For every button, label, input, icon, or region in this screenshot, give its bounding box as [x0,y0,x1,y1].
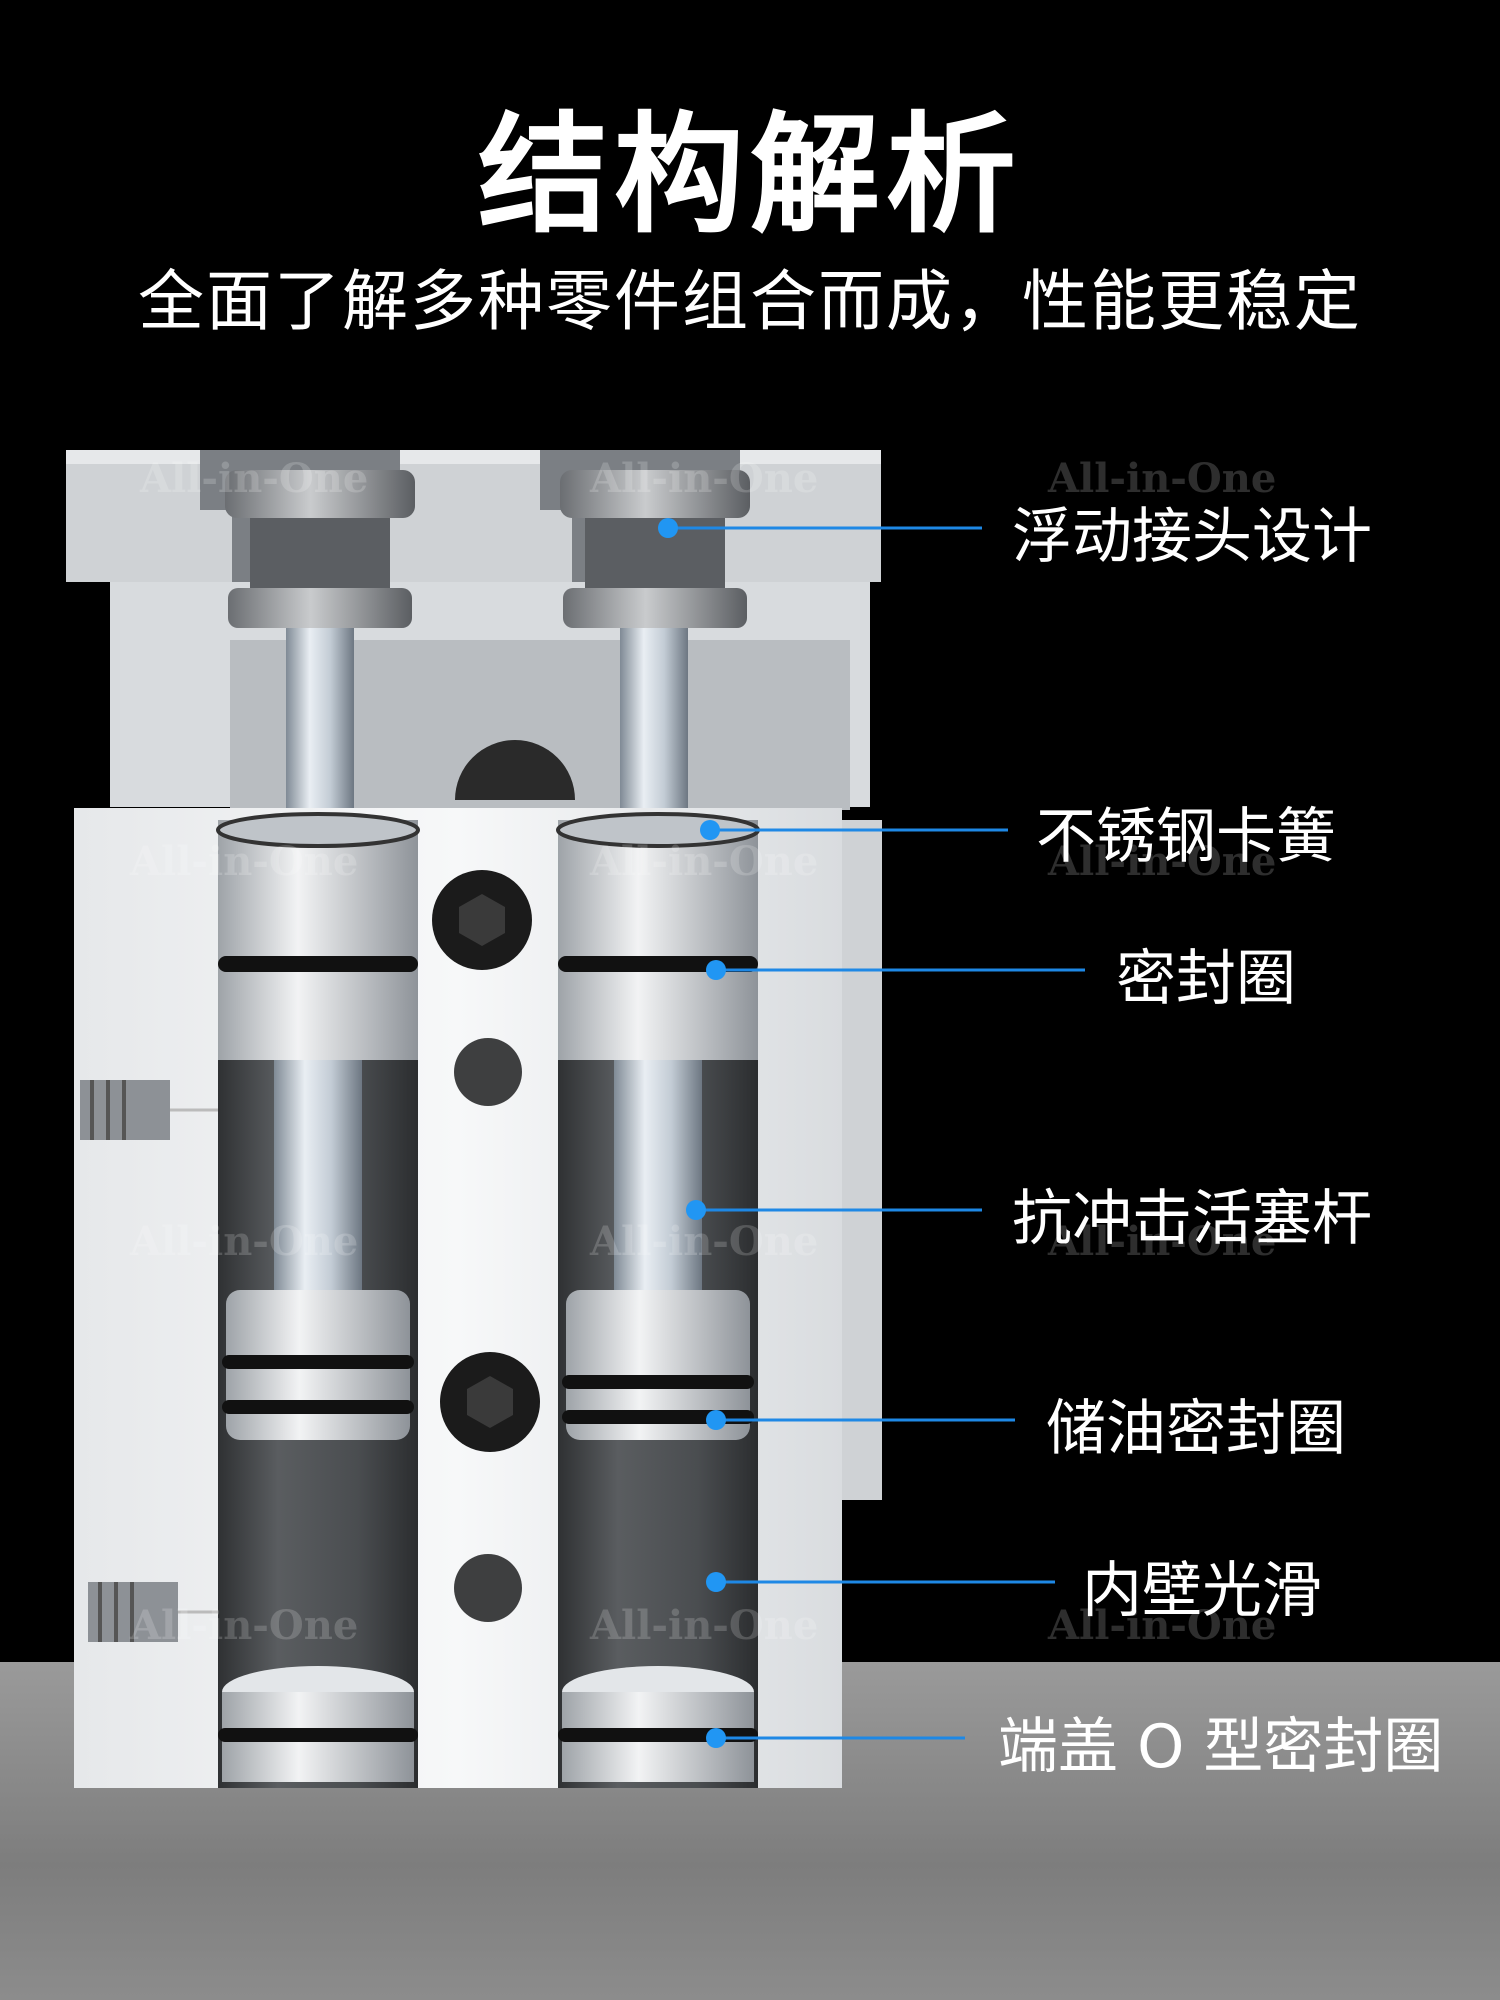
leader-dots [658,518,726,1748]
watermark: All-in-One [1048,1218,1277,1265]
callout-impact-piston-rod: 抗冲击活塞杆 [1012,1184,1372,1254]
watermark: All-in-One [590,1602,819,1649]
watermark: All-in-One [590,838,819,885]
port-hole-upper [454,1038,522,1106]
watermark: All-in-One [590,1218,819,1265]
watermark: All-in-One [140,455,369,502]
hex-screw-bottom [440,1352,540,1452]
watermark: All-in-One [1048,838,1277,885]
watermark: All-in-One [590,455,819,502]
callout-seal-ring: 密封圈 [1116,944,1296,1014]
piston-right [562,1290,754,1440]
port-hole-lower [454,1554,522,1622]
bushing-right [556,812,760,1060]
callout-smooth-bore: 内壁光滑 [1082,1556,1322,1626]
watermark: All-in-One [1048,455,1277,502]
callout-end-cap-o-ring: 端盖 O 型密封圈 [998,1712,1444,1782]
floating-joint-left [225,470,415,628]
fitting-lower [88,1582,218,1642]
callout-oil-seal-ring: 储油密封圈 [1046,1394,1346,1464]
watermark: All-in-One [130,838,359,885]
end-cap-left [218,1666,418,1782]
floating-joint-right [560,470,750,628]
page-title: 结构解析 [477,99,1022,251]
watermark: All-in-One [130,1218,359,1265]
watermark: All-in-One [130,1602,359,1649]
fitting-upper [80,1080,218,1140]
leader-lines [668,526,1085,1740]
bushing-left [216,812,420,1060]
end-cap-right [558,1666,758,1782]
hex-screw-top [432,870,532,970]
piston-left [222,1290,414,1440]
watermark: All-in-One [1048,1602,1277,1649]
callout-floating-joint: 浮动接头设计 [1012,502,1372,572]
page-subtitle: 全面了解多种零件组合而成，性能更稳定 [138,263,1362,340]
callout-stainless-circlip: 不锈钢卡簧 [1036,802,1336,872]
